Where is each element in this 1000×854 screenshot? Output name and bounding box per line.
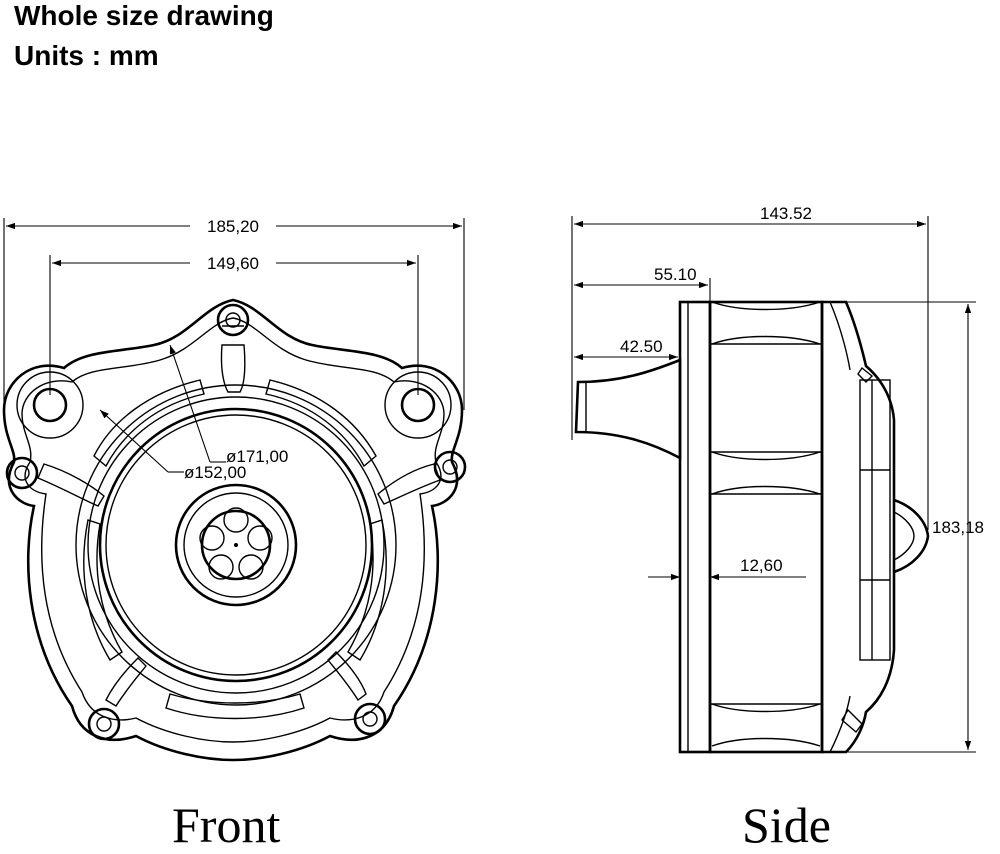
dim-inner-diameter-leader: [99, 409, 184, 473]
hub-holes: [199, 507, 273, 580]
label-mount-width: 149,60: [207, 254, 259, 273]
center-hub: [174, 483, 298, 607]
bolt-bottom-left: [87, 707, 121, 741]
label-overall-width: 185,20: [207, 217, 259, 236]
dim-overall-depth: [571, 216, 929, 530]
side-back-flange: [678, 300, 712, 754]
units-label: Units : mm: [14, 40, 159, 71]
side-caption: Side: [742, 797, 831, 853]
front-view: [2, 218, 467, 762]
label-depth-b: 42.50: [620, 337, 663, 356]
dim-mount-width: [49, 255, 419, 395]
side-view: [571, 216, 976, 754]
label-depth-a: 55.10: [654, 265, 697, 284]
dim-outer-diameter-leader: [169, 344, 226, 463]
outer-ring: [75, 384, 397, 706]
dim-depth-a: [574, 278, 711, 302]
front-outer-housing: [2, 298, 464, 762]
side-main-body: [708, 300, 824, 754]
bolt-bottom-right: [353, 702, 387, 736]
bolt-top: [216, 303, 250, 337]
dim-overall-width: [3, 218, 465, 410]
side-inlet-snorkel: [574, 358, 682, 461]
label-outer-diameter: ø171,00: [226, 447, 288, 466]
side-front-cover: [820, 300, 896, 754]
label-height: 183,18: [932, 518, 984, 537]
drawing-title: Whole size drawing: [14, 0, 274, 31]
front-inner-contour: [21, 317, 445, 743]
label-inner-diameter: ø152,00: [184, 463, 246, 482]
bolt-left: [5, 456, 39, 490]
front-caption: Front: [172, 797, 281, 853]
dim-height: [846, 301, 976, 753]
face-plate: [98, 407, 374, 683]
label-thickness: 12,60: [740, 556, 783, 575]
side-hub-dome: [893, 498, 930, 574]
label-overall-depth: 143.52: [760, 204, 812, 223]
